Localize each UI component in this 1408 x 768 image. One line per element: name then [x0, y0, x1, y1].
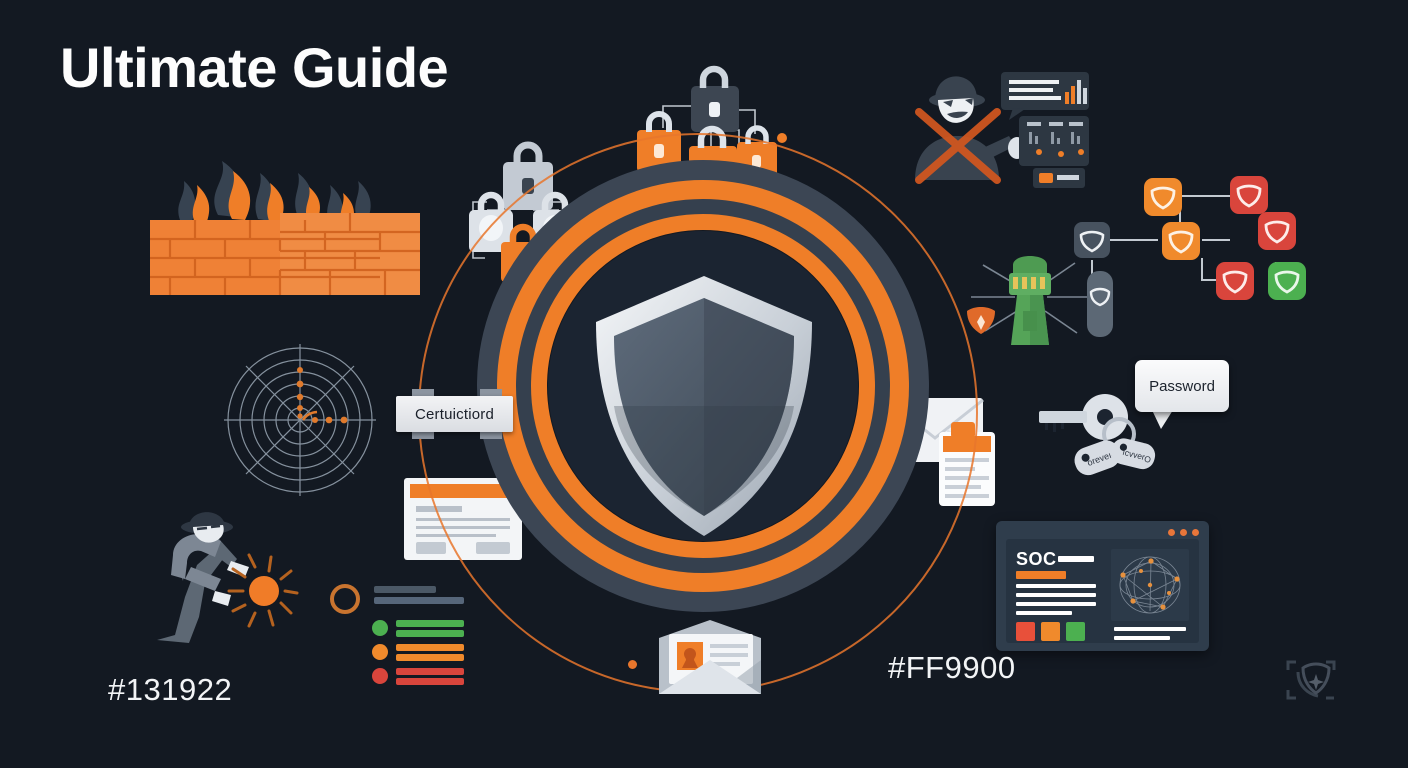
legend-bar-orange: [396, 654, 464, 661]
legend-bar-red: [396, 678, 464, 685]
hex-label-accent: #FF9900: [888, 650, 1016, 685]
certificate-badge-label: Certuictiord: [414, 405, 495, 423]
legend-gray-bar: [374, 597, 464, 604]
soc-title: SOC: [1016, 549, 1057, 569]
cert-badge-tab: [480, 389, 502, 398]
soc-text-line: [1016, 611, 1072, 615]
status-square-green: [1066, 622, 1085, 641]
soc-accent-bar: [1016, 571, 1066, 579]
legend-bar-green: [396, 620, 464, 627]
security-tower-icon: [965, 245, 1120, 355]
soc-dashboard-panel[interactable]: SOC: [996, 521, 1209, 651]
hex-label-background: #131922: [108, 672, 233, 707]
password-bubble-label: Password: [1149, 377, 1215, 395]
status-square-red: [1016, 622, 1035, 641]
ring-endpoint-dot: [628, 660, 637, 669]
window-dot: [1192, 529, 1199, 536]
password-bubble[interactable]: Password: [1135, 360, 1229, 412]
radar-scope-icon: [215, 340, 385, 500]
soc-text-line: [1016, 602, 1096, 606]
image-shield-watermark-icon: [1282, 652, 1340, 713]
soc-footer-line: [1114, 627, 1186, 631]
status-legend: [330, 580, 470, 685]
password-bubble-tail: [1152, 410, 1173, 429]
legend-dot-green: [372, 620, 388, 636]
window-dot: [1180, 529, 1187, 536]
keys-with-tags-icon: Oıǝʌǝɹo Oɹǝʌʌɔı: [1035, 392, 1156, 487]
legend-bar-green: [396, 630, 464, 637]
status-square-orange: [1041, 622, 1060, 641]
certificate-badge[interactable]: Certuictiord: [396, 396, 513, 432]
soc-title-bar: [1058, 556, 1094, 562]
soc-network-graph: [1111, 549, 1189, 621]
thief-figure-icon: [145, 505, 299, 650]
legend-bar-orange: [396, 644, 464, 651]
cert-badge-tab: [412, 430, 434, 439]
legend-dot-orange: [372, 644, 388, 660]
soc-text-line: [1016, 593, 1096, 597]
id-card-envelope-icon: [655, 620, 765, 698]
cert-badge-tab: [412, 389, 434, 398]
legend-gray-bar: [374, 586, 436, 593]
hacker-blocked-icon: [905, 62, 1090, 188]
window-dot: [1168, 529, 1175, 536]
soc-text-line: [1016, 584, 1096, 588]
legend-dot-red: [372, 668, 388, 684]
cert-badge-tab: [480, 430, 502, 439]
firewall-brick-wall-icon: [140, 145, 420, 305]
legend-ring-icon: [330, 584, 360, 614]
soc-footer-line: [1114, 636, 1170, 640]
central-shield-icon: [588, 272, 820, 540]
legend-bar-red: [396, 668, 464, 675]
shield-network-nodes-icon: [1074, 168, 1320, 308]
page-title: Ultimate Guide: [60, 36, 449, 99]
